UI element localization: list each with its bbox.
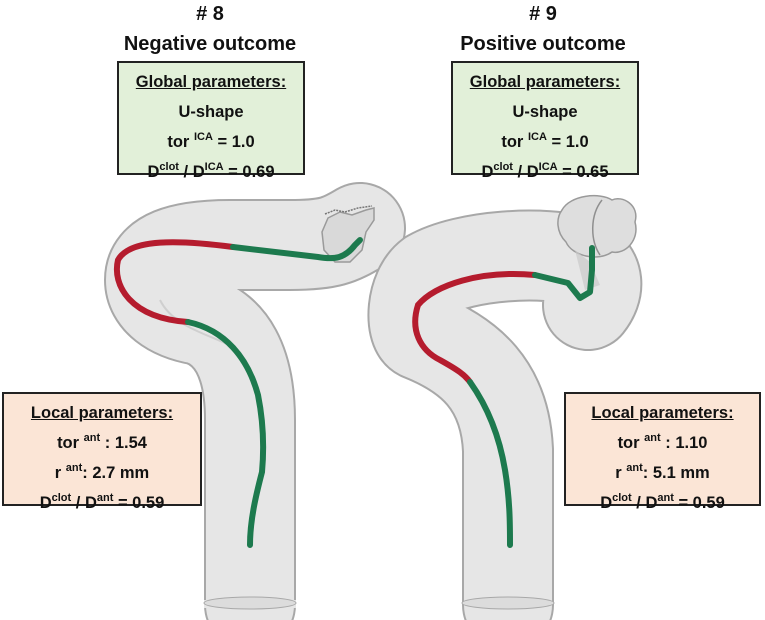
case8-global-parameters-box: Global parameters: U-shape tor ICA = 1.0… [117,61,305,181]
case8-local-diameter-ratio: Dclot / Dant = 0.59 [39,492,165,513]
case9-outcome: Positive outcome [460,33,626,55]
case9-aneurysm-sac [557,194,637,258]
case8-vessel-opening [203,596,297,610]
case8-global-shape: U-shape [178,103,244,121]
case8-local-parameters-box: Local parameters: tor ant : 1.54 r ant: … [2,392,202,512]
case9-centerline-green-upper [532,245,595,301]
case8-aneurysm-sac [321,207,375,263]
case8-outcome: Negative outcome [123,33,297,55]
case8-vessel [103,182,406,620]
case8-global-diameter-ratio: Dclot / DICA = 0.69 [147,161,275,182]
case8-centerline-green-lower [185,319,267,548]
case9-local-diameter-ratio: Dclot / Dant = 0.59 [600,492,725,513]
case9-global-shape: U-shape [512,103,578,121]
case8-aneurysm-rim [324,205,373,215]
case8-global-header: Global parameters: [135,73,287,91]
case8-local-tortuosity: tor ant : 1.54 [57,432,147,453]
case9-vessel-opening [461,596,555,610]
case9-global-header: Global parameters: [469,73,621,91]
case9-centerline-red [412,271,538,385]
case9-aneurysm-fold [592,199,603,256]
case9-local-header: Local parameters: [591,404,734,422]
case9-global-diameter-ratio: Dclot / DICA = 0.65 [481,161,609,182]
case8-global-tortuosity: tor ICA = 1.0 [167,131,255,152]
case9-global-tortuosity: tor ICA = 1.0 [501,131,589,152]
case8-id: # 8 [196,3,224,25]
case8-centerline-red [114,239,236,325]
case8-centerline-green-upper [230,237,363,262]
case9-local-tortuosity: tor ant : 1.10 [617,432,708,453]
case9-global-parameters-box: Global parameters: U-shape tor ICA = 1.0… [451,61,639,181]
case9-local-radius: r ant: 5.1 mm [615,462,710,483]
case9-centerline-green-lower [467,379,513,548]
case8-local-radius: r ant: 2.7 mm [54,462,150,483]
case9-id: # 9 [529,3,557,25]
case9-vessel [367,194,643,620]
case8-local-header: Local parameters: [30,404,174,422]
case9-local-parameters-box: Local parameters: tor ant : 1.10 r ant: … [564,392,761,512]
